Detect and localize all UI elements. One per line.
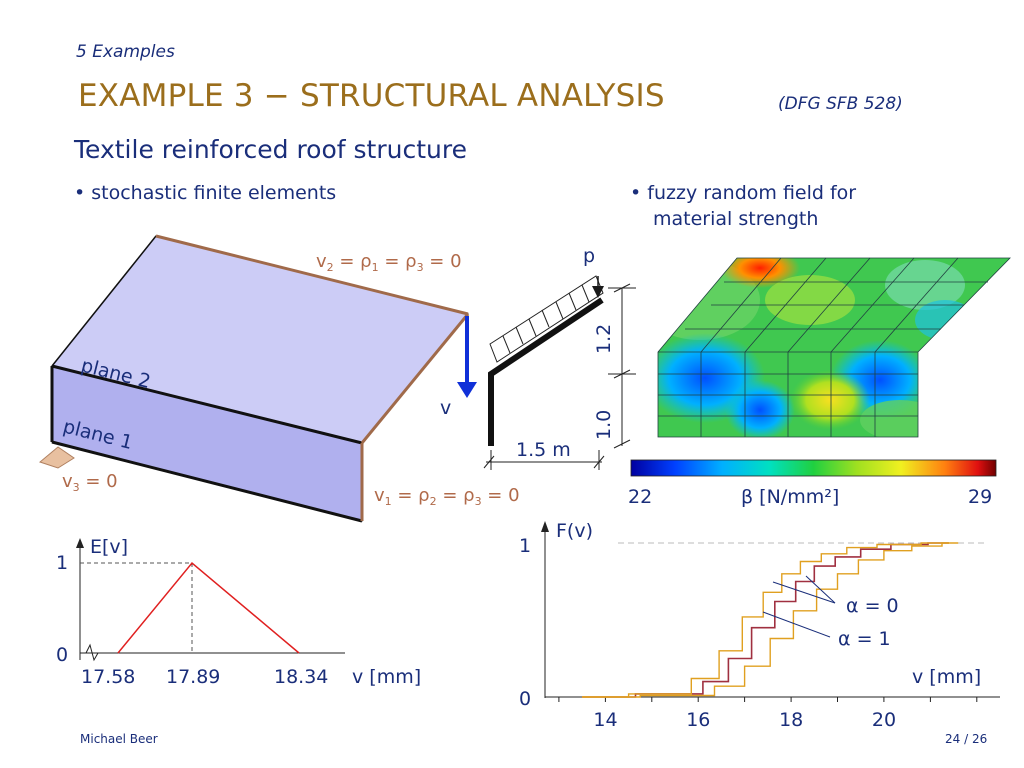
roof-edge-top-bc [155,234,469,316]
bc-text: = ρ [379,251,417,272]
roof-edge-ridge [51,364,363,445]
colorbar [630,459,997,477]
e-xlabel: v [mm] [352,666,421,688]
cdf-xlabel: v [mm] [912,666,981,688]
cdf-ytick-0: 0 [519,688,531,710]
bc-top-label: v2 = ρ1 = ρ3 = 0 [316,251,462,274]
bc-text: v [316,251,327,272]
legend-alpha1: α = 1 [838,628,891,650]
bc-sub: 2 [327,261,334,274]
bc-text: = ρ [437,485,475,506]
footer-page-number: 24 / 26 [945,732,988,746]
dim-1-2: 1.2 [593,324,615,354]
cdf-series-line [582,542,959,698]
bc-sub: 1 [372,261,379,274]
field-mesh [657,257,1011,438]
colorbar-min: 22 [628,486,652,508]
bullet-fuzzy-field-cont: material strength [653,208,819,230]
bullet-text: stochastic finite elements [91,182,337,204]
bc-text: v [374,485,385,506]
expectation-chart: E[v] 1 0 17.58 17.89 18.34 v [mm] [56,536,421,688]
bc-text: = 0 [424,251,462,272]
roof-edge-left-slope [51,235,157,367]
legend-pointer-alpha0-a [772,581,836,604]
legend-pointer-alpha0-b [805,575,836,604]
e-ylabel: E[v] [90,536,128,558]
cdf-minor-ticks [558,697,978,702]
dim-1-0: 1.0 [593,410,615,440]
legend-alpha0: α = 0 [846,595,899,617]
frame-member [488,297,604,446]
e-ytick-1: 1 [56,552,68,574]
bc-sub: 2 [430,495,437,508]
bc-text: = ρ [334,251,372,272]
cdf-axis-y-arrow [541,521,549,532]
random-field-plot: 22 β [N/mm²] 29 [628,257,1011,508]
bc-support-label: v3 = 0 [62,471,118,494]
colorbar-label: β [N/mm²] [741,486,839,508]
e-xtick-1: 17.58 [81,666,135,688]
axis-break-icon [85,643,99,662]
cdf-ytick-1: 1 [519,535,531,557]
cdf-series-line [582,542,949,698]
support-icon [38,446,75,469]
e-membership-line [117,561,300,654]
e-xtick-3: 18.34 [274,666,328,688]
cdf-series-line [582,542,949,698]
bc-sub: 3 [73,481,80,494]
footer-author: Michael Beer [80,732,158,746]
cdf-xtick-label: 14 [593,709,617,731]
bc-text: = 0 [482,485,520,506]
cdf-xtick-label: 16 [686,709,710,731]
bullet-stochastic-fe: • stochastic finite elements [74,182,336,204]
e-ytick-0: 0 [56,644,68,666]
load-arrow [457,316,477,398]
bc-bottom-label: v1 = ρ2 = ρ3 = 0 [374,485,520,508]
dimension-horizontal [483,450,605,470]
cdf-xtick-label: 18 [779,709,803,731]
title-source: (DFG SFB 528) [778,94,903,114]
bc-sub: 1 [385,495,392,508]
legend-pointer-alpha1 [762,611,831,638]
colorbar-max: 29 [968,486,992,508]
frame-diagram: p 1.2 1.0 1.5 m [483,245,636,470]
bc-text: = ρ [392,485,430,506]
cdf-chart: F(v) 1 0 14 16 18 20 v [mm] α = 0 α = 1 [519,520,1000,731]
e-xtick-2: 17.89 [166,666,220,688]
slide-title: EXAMPLE 3 − STRUCTURAL ANALYSIS [78,78,665,114]
distributed-load [489,275,604,363]
bullet-marker: • [630,182,642,204]
displacement-label: v [440,397,451,419]
bullet-marker: • [74,182,86,204]
dimension-vertical [608,283,636,449]
cdf-series-group [582,542,959,698]
roof-diagram: v plane 2 plane 1 v2 = ρ1 = ρ3 = 0 v1 = … [38,234,520,523]
load-hatching [502,284,590,354]
slide-subtitle: Textile reinforced roof structure [74,135,467,164]
section-heading: 5 Examples [76,42,175,62]
bc-text: v [62,471,73,492]
load-label: p [583,245,595,267]
cdf-ylabel: F(v) [556,520,593,542]
e-axis-y-arrow [76,538,84,548]
bc-sub: 3 [417,261,424,274]
roof-edge-right-bc [360,313,470,444]
bc-text: = 0 [80,471,118,492]
roof-edge-bottom [51,440,363,523]
bullet-text: fuzzy random field for [647,182,857,204]
cdf-xtick-label: 20 [872,709,896,731]
bullet-fuzzy-field: • fuzzy random field for [630,182,856,204]
bc-sub: 3 [475,495,482,508]
dim-1-5m: 1.5 m [516,439,571,461]
cdf-xtick-labels: 14 16 18 20 [593,709,896,731]
